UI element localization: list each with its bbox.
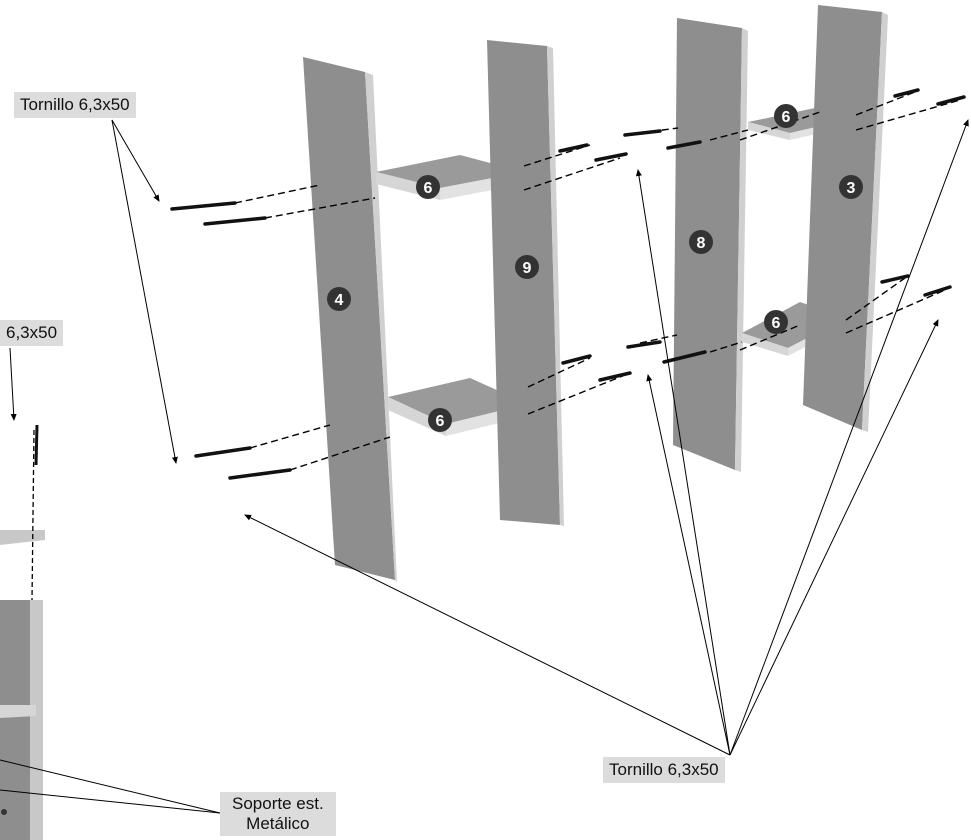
badge-panel-3: 3 bbox=[839, 175, 863, 199]
badge-shelf-top-left: 6 bbox=[416, 175, 440, 199]
vertical-screw-path bbox=[31, 429, 35, 601]
badge-shelf-bottom-right-label: 6 bbox=[772, 315, 781, 332]
callout-metal-support-line2: Metálico bbox=[246, 814, 310, 833]
badge-shelf-bottom-left-label: 6 bbox=[436, 413, 445, 430]
badge-shelf-bottom-left: 6 bbox=[428, 408, 452, 432]
leader-lines bbox=[0, 119, 969, 814]
partial-cabinet-side bbox=[0, 600, 30, 840]
badge-panel-8: 8 bbox=[689, 230, 713, 254]
callout-screw-left-partial: 6,3x50 bbox=[0, 320, 64, 346]
callout-screw-bottom-right: Tornillo 6,3x50 bbox=[603, 757, 725, 783]
badge-panel-9: 9 bbox=[515, 255, 539, 279]
badge-shelf-bottom-right: 6 bbox=[764, 310, 788, 334]
callout-screw-top-left: Tornillo 6,3x50 bbox=[14, 92, 136, 118]
panel-4 bbox=[303, 57, 397, 582]
badge-panel-4: 4 bbox=[327, 287, 351, 311]
panel-9 bbox=[487, 40, 564, 526]
partial-cabinet bbox=[0, 424, 45, 840]
partial-cabinet-edge bbox=[30, 600, 43, 840]
partial-cabinet-shelf bbox=[0, 705, 36, 718]
panel-3 bbox=[803, 5, 888, 432]
badge-shelf-top-right-label: 6 bbox=[782, 109, 791, 126]
callout-metal-support: Soporte est. Metálico bbox=[220, 792, 336, 836]
partial-cabinet-top bbox=[0, 530, 45, 545]
badge-shelf-top-right: 6 bbox=[774, 104, 798, 128]
metal-support-pin bbox=[1, 809, 7, 815]
callout-metal-support-line1: Soporte est. bbox=[232, 794, 324, 813]
screw-paths bbox=[234, 91, 961, 471]
badge-panel-8-label: 8 bbox=[697, 235, 706, 252]
badge-shelf-top-left-label: 6 bbox=[424, 180, 433, 197]
screws bbox=[170, 88, 966, 480]
badge-panel-3-label: 3 bbox=[847, 180, 856, 197]
badge-panel-4-label: 4 bbox=[335, 292, 344, 309]
vertical-screw bbox=[34, 424, 39, 466]
badge-panel-9-label: 9 bbox=[523, 260, 532, 277]
